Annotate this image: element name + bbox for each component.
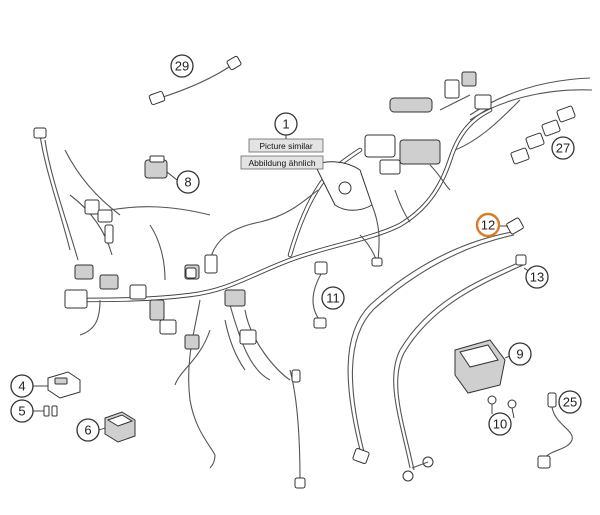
part-5-fuses xyxy=(43,405,58,417)
part-6-fuse-box xyxy=(104,411,136,443)
part-9-regulator xyxy=(454,339,506,394)
part-29-cable xyxy=(148,55,242,106)
callout-13-label: 13 xyxy=(530,270,544,285)
callout-6 xyxy=(76,418,100,442)
callout-27 xyxy=(551,136,575,160)
part-8-relay xyxy=(144,155,168,179)
callout-25-label: 25 xyxy=(563,395,577,410)
callout-25 xyxy=(558,390,582,414)
callout-6-label: 6 xyxy=(84,423,91,438)
note-line-2: Abbildung ähnlich xyxy=(248,158,315,168)
callout-8 xyxy=(176,170,200,194)
callout-4 xyxy=(10,374,34,398)
part-10-screws xyxy=(487,395,517,419)
callout-8-label: 8 xyxy=(184,175,191,190)
part-27-connectors xyxy=(510,105,576,165)
note-box-bottom xyxy=(240,155,324,170)
callouts: 1 29 8 27 12 13 11 9 25 10 xyxy=(10,54,582,442)
note-line-1: Picture similar xyxy=(259,141,313,151)
callout-27-label: 27 xyxy=(556,141,570,156)
callout-4-label: 4 xyxy=(18,379,25,394)
callout-9 xyxy=(508,342,532,366)
note-label: Picture similar Abbildung ähnlich xyxy=(240,138,324,170)
callout-5 xyxy=(10,399,34,423)
callout-10-label: 10 xyxy=(493,417,507,432)
callout-11 xyxy=(321,286,345,310)
part-11-cable xyxy=(312,261,328,329)
callout-13 xyxy=(525,265,549,289)
callout-29-label: 29 xyxy=(175,59,189,74)
part-12-long-cable xyxy=(347,217,524,464)
callout-9-label: 9 xyxy=(516,347,523,362)
callout-11-label: 11 xyxy=(326,291,340,306)
callout-5-label: 5 xyxy=(18,404,25,419)
part-25-cable xyxy=(537,392,573,469)
callout-12 xyxy=(475,212,501,238)
main-wiring-harness xyxy=(33,71,593,489)
callout-12-label: 12 xyxy=(481,218,495,233)
callout-1-label: 1 xyxy=(282,117,289,132)
part-13-cable xyxy=(393,254,527,482)
part-4-fuse-holder xyxy=(47,371,81,399)
callout-1 xyxy=(274,112,298,136)
callout-29 xyxy=(170,54,194,78)
callout-10 xyxy=(488,412,512,436)
